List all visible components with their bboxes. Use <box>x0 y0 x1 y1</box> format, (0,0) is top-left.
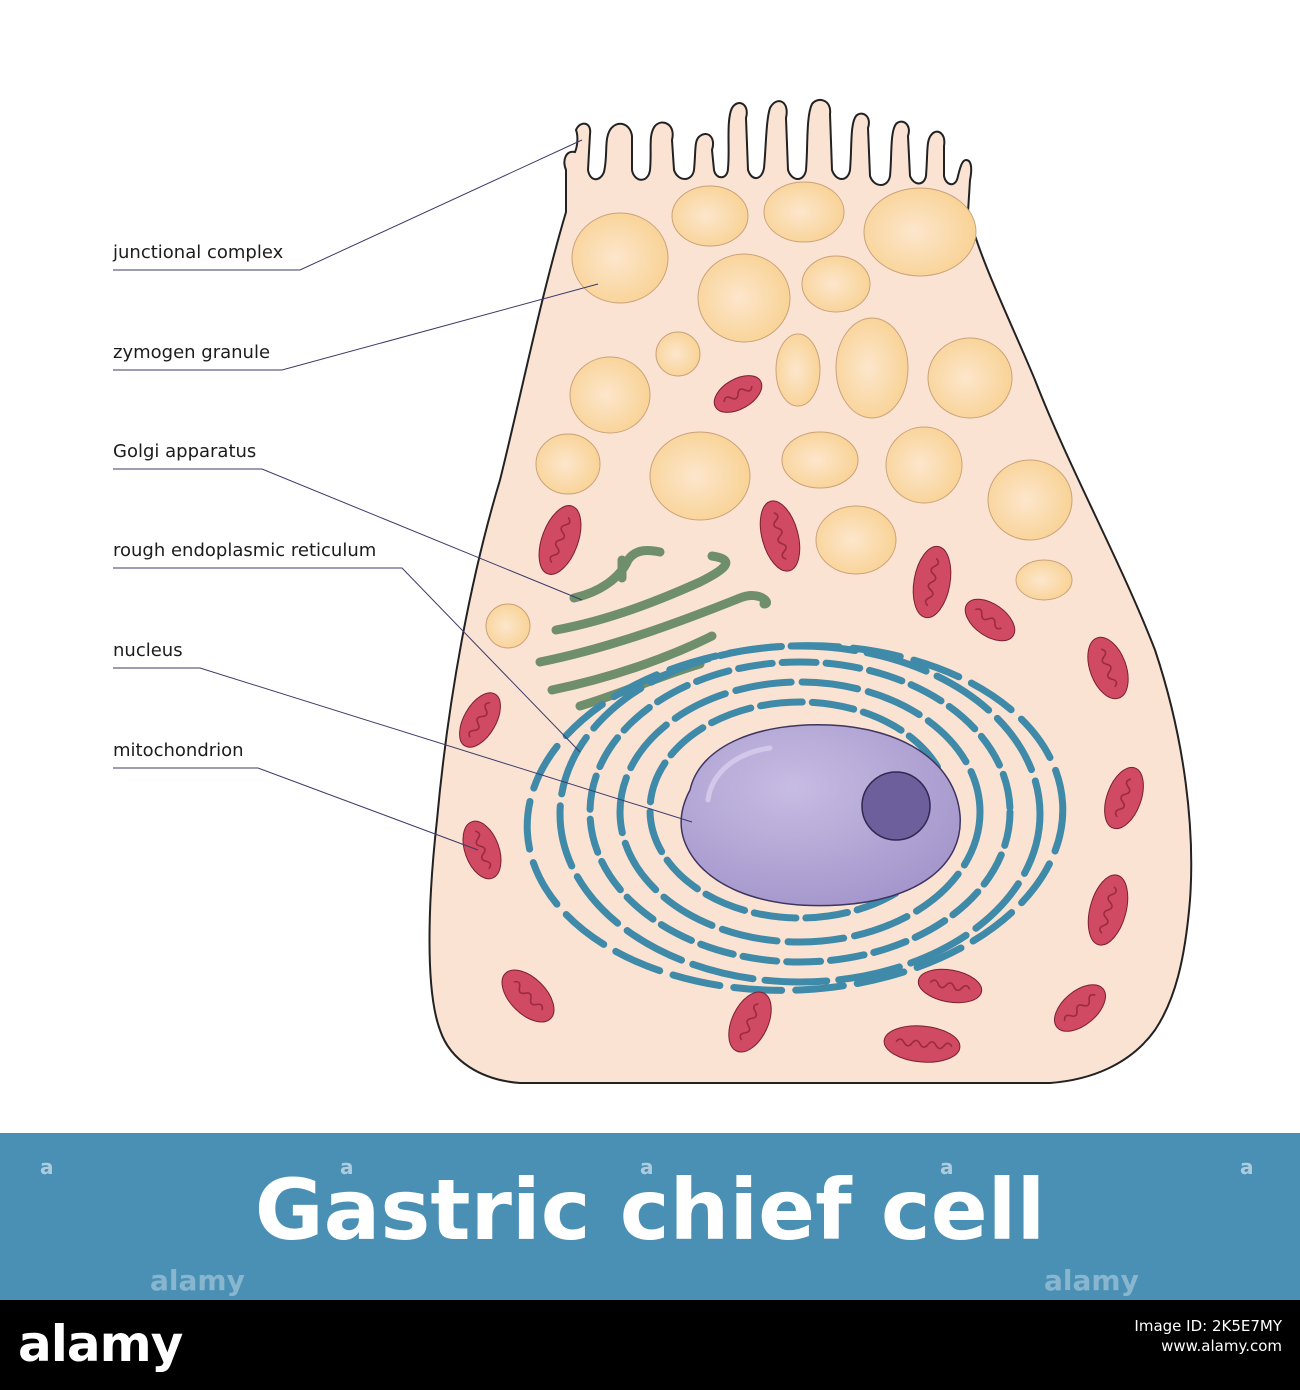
zymogen-granules <box>485 181 1073 649</box>
mitochondrion <box>912 545 952 619</box>
leader-mitochondrion <box>113 767 479 851</box>
watermark-word: alamy <box>1044 1264 1139 1297</box>
label-junctional-complex: junctional complex <box>112 242 284 263</box>
zymogen-granule <box>775 333 821 407</box>
zymogen-granule <box>801 255 871 313</box>
label-zymogen-granule: zymogen granule <box>113 342 270 363</box>
label-nucleus: nucleus <box>113 640 183 661</box>
zymogen-granule <box>485 603 531 649</box>
mitochondrion <box>538 505 582 575</box>
rough-endoplasmic-reticulum <box>523 642 1067 994</box>
leader-nucleus <box>113 667 693 823</box>
footer-logo: alamy <box>18 1315 183 1373</box>
mitochondrion <box>462 820 502 880</box>
leader-zymogen-granule <box>113 283 599 371</box>
footer-image-id: Image ID: 2K5E7MY <box>1134 1317 1282 1335</box>
nucleus <box>680 724 961 907</box>
mitochondrion <box>917 968 983 1004</box>
page-title: Gastric chief cell <box>254 1161 1046 1259</box>
footer-image-info: Image ID: 2K5E7MY www.alamy.com <box>1134 1316 1282 1356</box>
zymogen-granule <box>863 187 977 277</box>
mitochondrion <box>501 969 555 1023</box>
mitochondrion <box>728 991 772 1053</box>
mitochondria <box>459 375 1144 1063</box>
watermark-letter: a <box>340 1155 354 1179</box>
mitochondrion <box>459 692 501 748</box>
footer-url: www.alamy.com <box>1161 1337 1282 1355</box>
zymogen-granule <box>671 185 749 247</box>
mitochondrion <box>964 598 1016 642</box>
zymogen-granule <box>649 431 751 521</box>
zymogen-granule <box>569 356 651 434</box>
mitochondrion <box>1054 984 1106 1032</box>
leader-junctional-complex <box>113 139 583 271</box>
label-golgi-apparatus: Golgi apparatus <box>113 441 256 462</box>
label-rough-er: rough endoplasmic reticulum <box>113 540 376 561</box>
cell-diagram: junctional complex zymogen granule Golgi… <box>112 98 1193 1084</box>
zymogen-granule <box>815 505 897 575</box>
mitochondrion <box>883 1025 961 1063</box>
zymogen-granule <box>927 337 1013 419</box>
watermark-letter: a <box>1240 1155 1254 1179</box>
mitochondrion <box>759 500 801 572</box>
leader-lines <box>113 139 693 851</box>
nucleus-highlight <box>705 745 773 803</box>
mitochondrion <box>713 375 763 413</box>
leader-golgi-apparatus <box>113 468 583 601</box>
watermark-letter: a <box>940 1155 954 1179</box>
zymogen-granule <box>697 253 791 343</box>
zymogen-granule <box>1015 559 1073 601</box>
mitochondrion <box>1087 874 1129 946</box>
zymogen-granule <box>655 331 701 377</box>
leader-rough-er <box>113 567 581 753</box>
watermark-letter: a <box>640 1155 654 1179</box>
zymogen-granule <box>571 212 669 304</box>
cell-membrane <box>428 98 1193 1084</box>
watermark-word: alamy <box>150 1264 245 1297</box>
mitochondrion <box>1104 766 1144 830</box>
zymogen-granule <box>885 426 963 504</box>
title-band <box>0 1133 1300 1300</box>
label-mitochondrion: mitochondrion <box>113 740 244 761</box>
zymogen-granule <box>763 181 845 243</box>
zymogen-granule <box>835 317 909 419</box>
zymogen-granule <box>535 433 601 495</box>
mitochondrion <box>1087 636 1129 700</box>
zymogen-granule <box>781 431 859 489</box>
nucleolus <box>861 771 931 841</box>
footer-bar: alamy Image ID: 2K5E7MY www.alamy.com <box>0 1300 1300 1390</box>
zymogen-granule <box>987 459 1073 541</box>
watermark-letter: a <box>40 1155 54 1179</box>
